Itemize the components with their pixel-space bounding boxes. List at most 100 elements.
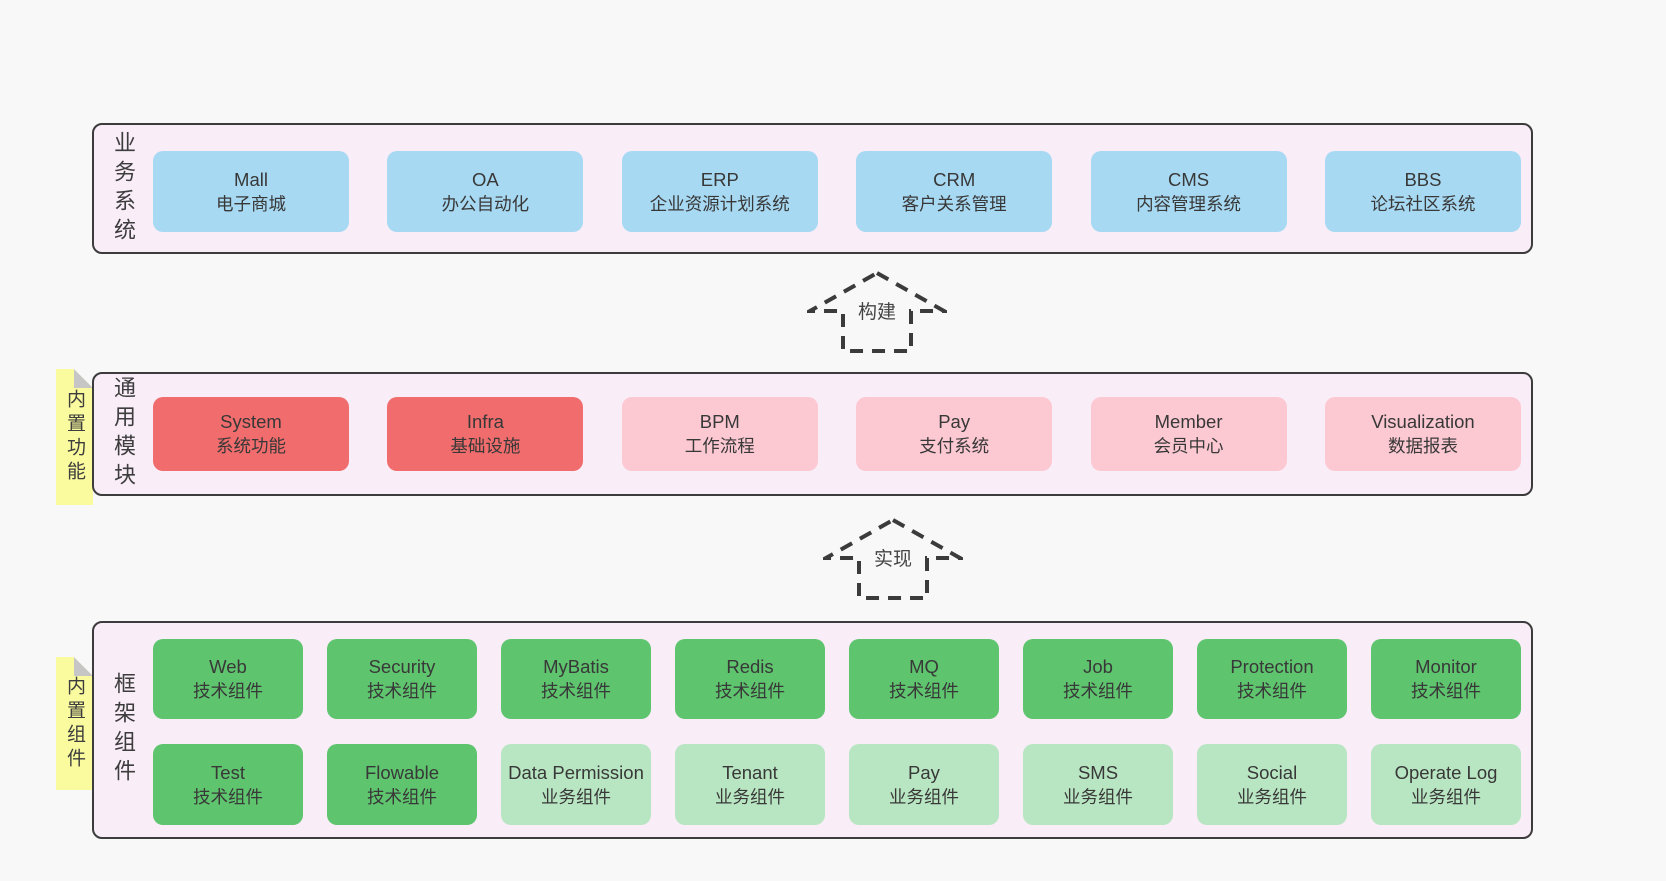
module-box-member: Member 会员中心	[1090, 397, 1287, 471]
box-title: OA	[472, 168, 499, 190]
implement-arrow-label: 实现	[870, 543, 916, 572]
box-subtitle: 内容管理系统	[1136, 193, 1242, 214]
module-box-social: Social 业务组件	[1197, 744, 1347, 825]
box-title: CMS	[1168, 168, 1210, 190]
sticky-note-label: 内置功能	[64, 389, 85, 485]
module-box-mall: Mall 电子商城	[153, 151, 349, 232]
box-title: Infra	[466, 411, 504, 432]
box-title: ERP	[700, 168, 739, 190]
box-subtitle: 技术组件	[889, 681, 959, 702]
box-subtitle: 办公自动化	[441, 193, 530, 214]
module-box-data-permission: Data Permission 业务组件	[501, 744, 651, 825]
box-title: Web	[209, 656, 247, 677]
module-box-protection: Protection 技术组件	[1197, 639, 1347, 719]
sticky-note-builtin-components: 内置组件	[56, 657, 93, 790]
box-subtitle: 系统功能	[216, 436, 286, 457]
box-title: Protection	[1230, 656, 1314, 677]
box-subtitle: 业务组件	[1237, 786, 1307, 807]
box-title: Visualization	[1371, 411, 1475, 432]
folded-corner-icon	[74, 369, 93, 388]
module-box-monitor: Monitor 技术组件	[1371, 639, 1521, 719]
box-subtitle: 客户关系管理	[901, 193, 1007, 214]
box-title: Flowable	[364, 761, 440, 783]
box-subtitle: 技术组件	[193, 786, 263, 807]
box-title: CRM	[933, 168, 976, 190]
build-arrow: 构建	[807, 270, 947, 354]
box-title: Security	[368, 656, 436, 677]
module-box-bbs: BBS 论坛社区系统	[1324, 151, 1521, 232]
box-subtitle: 技术组件	[1063, 681, 1133, 702]
box-subtitle: 业务组件	[541, 786, 611, 807]
module-box-oa: OA 办公自动化	[387, 151, 584, 232]
box-subtitle: 技术组件	[367, 681, 437, 702]
sticky-note-label: 内置组件	[64, 675, 85, 772]
box-title: Job	[1083, 656, 1113, 677]
box-title: BBS	[1404, 168, 1442, 190]
box-subtitle: 基础设施	[450, 436, 521, 457]
module-box-pay: Pay 业务组件	[849, 744, 999, 825]
box-title: Mall	[234, 168, 268, 190]
box-subtitle: 业务组件	[1063, 786, 1133, 807]
module-box-system: System 系统功能	[153, 397, 349, 471]
box-title: Pay	[908, 761, 940, 783]
box-title: Member	[1154, 411, 1223, 432]
box-title: System	[220, 411, 282, 432]
module-box-security: Security 技术组件	[327, 639, 477, 719]
module-box-mq: MQ 技术组件	[849, 639, 999, 719]
module-box-erp: ERP 企业资源计划系统	[621, 151, 818, 232]
module-box-tenant: Tenant 业务组件	[675, 744, 825, 825]
module-box-mybatis: MyBatis 技术组件	[501, 639, 651, 719]
box-subtitle: 电子商城	[216, 193, 286, 214]
module-box-infra: Infra 基础设施	[387, 397, 584, 471]
module-box-bpm: BPM 工作流程	[621, 397, 818, 471]
business-boxes-row: Mall 电子商城 OA 办公自动化 ERP 企业资源计划系统 CRM 客户关系管理 CMS 内容…	[153, 151, 1521, 232]
box-subtitle: 数据报表	[1387, 436, 1458, 457]
box-subtitle: 支付系统	[919, 436, 990, 457]
module-box-redis: Redis 技术组件	[675, 639, 825, 719]
box-subtitle: 企业资源计划系统	[649, 193, 790, 214]
box-subtitle: 技术组件	[715, 681, 785, 702]
module-box-visualization: Visualization 数据报表	[1324, 397, 1521, 471]
box-subtitle: 业务组件	[715, 786, 785, 807]
implement-arrow: 实现	[823, 517, 963, 601]
box-subtitle: 技术组件	[1237, 681, 1307, 702]
box-subtitle: 会员中心	[1153, 436, 1224, 457]
box-title: Social	[1246, 761, 1298, 783]
box-title: MQ	[909, 656, 939, 677]
build-arrow-label: 构建	[854, 296, 900, 325]
module-box-cms: CMS 内容管理系统	[1090, 151, 1287, 232]
module-box-web: Web 技术组件	[153, 639, 303, 719]
box-subtitle: 业务组件	[889, 786, 959, 807]
box-subtitle: 技术组件	[193, 681, 263, 702]
box-title: BPM	[699, 411, 740, 432]
box-subtitle: 论坛社区系统	[1370, 193, 1476, 214]
box-subtitle: 技术组件	[367, 786, 437, 807]
band-side-label: 业务系统	[111, 130, 136, 247]
box-title: MyBatis	[543, 656, 609, 677]
box-title: Monitor	[1415, 656, 1477, 677]
sticky-note-builtin-features: 内置功能	[56, 369, 93, 505]
band-side-label: 通用模块	[111, 376, 136, 492]
box-subtitle: 工作流程	[684, 436, 755, 457]
band-side-label: 框架组件	[111, 672, 136, 788]
band-common-modules: 通用模块 System 系统功能 Infra 基础设施 BPM 工作流程 Pay 支付系统 Me…	[92, 372, 1533, 496]
box-title: Redis	[726, 656, 774, 677]
modules-boxes-row: System 系统功能 Infra 基础设施 BPM 工作流程 Pay 支付系统 Member 会…	[153, 397, 1521, 471]
module-box-crm: CRM 客户关系管理	[856, 151, 1053, 232]
box-title: Tenant	[722, 761, 778, 783]
box-title: Operate Log	[1394, 761, 1498, 783]
module-box-pay: Pay 支付系统	[856, 397, 1053, 471]
band-business-systems: 业务系统 Mall 电子商城 OA 办公自动化 ERP 企业资源计划系统 CRM 客户关系管理…	[92, 123, 1533, 254]
box-title: Pay	[938, 411, 971, 432]
up-arrow-icon	[807, 270, 947, 353]
box-title: Data Permission	[508, 761, 644, 783]
box-subtitle: 技术组件	[1411, 681, 1481, 702]
box-subtitle: 技术组件	[541, 681, 611, 702]
